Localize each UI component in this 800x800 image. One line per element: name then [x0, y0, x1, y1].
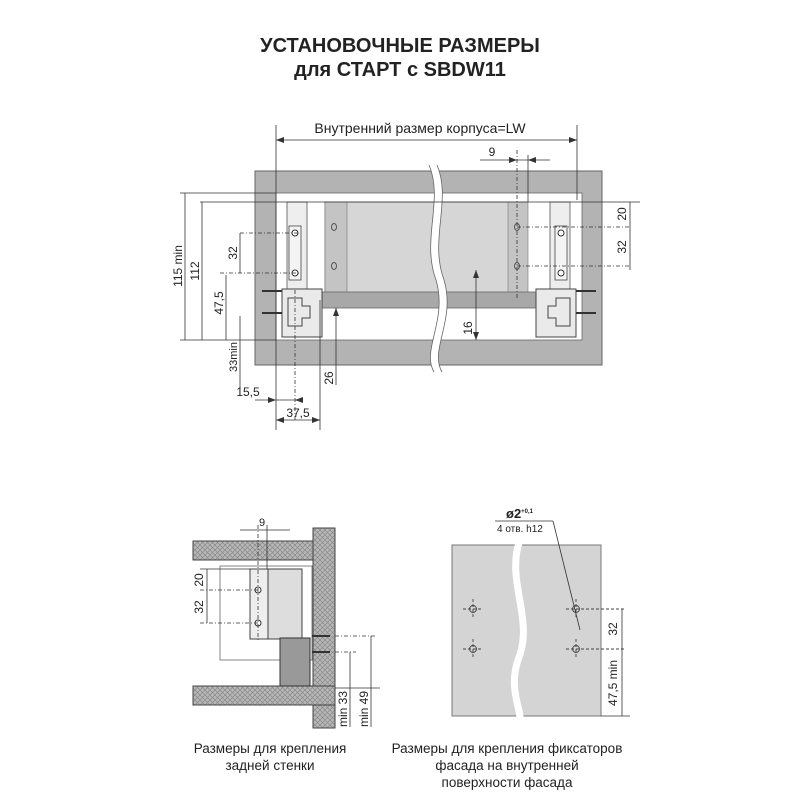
side-wall [312, 527, 336, 729]
hole-count: 4 отв. h12 [497, 524, 543, 535]
dim-min33: min 33 [336, 691, 350, 727]
front-panel-caption: Размеры для крепления фиксаторов фасада … [372, 740, 642, 791]
title-line-1: УСТАНОВОЧНЫЕ РАЗМЕРЫ [260, 35, 540, 57]
locking-device [279, 637, 311, 687]
panel-insert-left [324, 201, 348, 295]
dim-16: 16 [461, 321, 475, 335]
wall-screw-icons [262, 290, 596, 314]
dim-47-5-min: 47,5 min [606, 660, 620, 706]
dim-9-back: 9 [259, 517, 265, 529]
left-locking-device [281, 288, 323, 338]
fixing-holes [463, 599, 626, 659]
title-line-2: для СТАРТ с SBDW11 [294, 59, 506, 81]
drawer-bottom-rail [317, 291, 539, 309]
caption-line: задней стенки [225, 758, 315, 773]
panel-insert-right [507, 201, 529, 307]
dim-20-top: 20 [615, 207, 629, 221]
dim-min49: min 49 [357, 691, 371, 727]
runner-bracket [249, 568, 269, 640]
bottom-wall [192, 685, 336, 706]
break-line [429, 163, 448, 375]
front-panel-view: ø2+0,1 4 отв. h12 32 47,5 min [451, 506, 630, 723]
hole-diameter: ø2+0,1 [506, 506, 534, 521]
dim-20-back: 20 [192, 573, 206, 587]
dim-115-min: 115 min [171, 245, 185, 287]
dim-32-left: 32 [226, 246, 240, 260]
dim-32-front: 32 [606, 622, 620, 636]
runner-body [267, 568, 303, 640]
screw-icon [557, 269, 565, 277]
caption-line: фасада на внутренней [435, 758, 579, 773]
dim-33-min: 33min [228, 342, 240, 372]
back-wall-caption: Размеры для крепления задней стенки [180, 740, 360, 774]
dimension-arrows [268, 137, 577, 423]
screw-icon [557, 229, 565, 237]
dim-lw-label: Внутренний размер корпуса=LW [314, 120, 526, 136]
dim-9-top: 9 [489, 145, 496, 159]
drawer-back-panel [324, 201, 511, 295]
break-line [510, 538, 527, 723]
caption-line: Размеры для крепления фиксаторов [391, 741, 623, 756]
right-runner-plate [554, 225, 568, 281]
back-wall-view: 9 20 32 min 33 min 49 [192, 517, 380, 729]
left-runner-plate [288, 225, 302, 281]
dim-112: 112 [188, 261, 202, 280]
dim-47-5: 47,5 [212, 291, 226, 315]
dim-15-5: 15,5 [236, 385, 260, 399]
dim-32-right: 32 [615, 240, 629, 254]
dim-26: 26 [322, 371, 336, 385]
top-view: Внутренний размер корпуса=LW 9 20 32 32 … [171, 120, 640, 430]
dim-32-back: 32 [192, 600, 206, 614]
dim-37-5: 37,5 [286, 406, 310, 420]
caption-line: поверхности фасада [441, 775, 573, 790]
caption-line: Размеры для крепления [193, 741, 347, 756]
